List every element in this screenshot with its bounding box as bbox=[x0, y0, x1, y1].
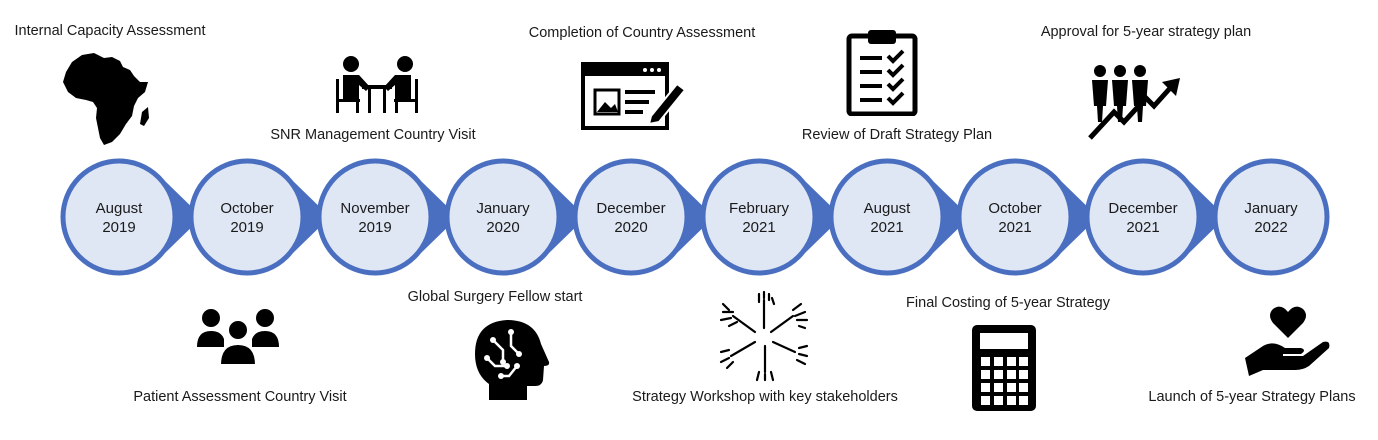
milestone-label: SNR Management Country Visit bbox=[270, 127, 476, 143]
timeline-node-circle bbox=[572, 158, 690, 276]
milestone-label: Final Costing of 5-year Strategy bbox=[906, 295, 1110, 311]
checklist-clipboard-icon bbox=[846, 30, 918, 116]
milestone-label: Launch of 5-year Strategy Plans bbox=[1148, 389, 1356, 405]
milestone-label: Review of Draft Strategy Plan bbox=[801, 127, 993, 143]
people-group-icon bbox=[197, 309, 279, 366]
brain-circuit-icon bbox=[475, 320, 550, 400]
timeline-node-circle bbox=[316, 158, 434, 276]
africa-map-icon bbox=[63, 53, 149, 145]
timeline-node-circle bbox=[60, 158, 178, 276]
hands-circle-icon bbox=[719, 290, 809, 382]
meeting-icon bbox=[336, 56, 418, 113]
document-edit-icon bbox=[581, 62, 687, 130]
milestone-label: Completion of Country Assessment bbox=[528, 25, 756, 41]
timeline-node-circle bbox=[1084, 158, 1202, 276]
milestone-label: Internal Capacity Assessment bbox=[14, 23, 206, 39]
timeline-node-circle bbox=[188, 158, 306, 276]
growth-people-icon bbox=[1088, 65, 1180, 140]
milestone-label: Strategy Workshop with key stakeholders bbox=[632, 389, 898, 405]
milestone-label: Global Surgery Fellow start bbox=[407, 289, 583, 305]
milestone-label: Patient Assessment Country Visit bbox=[133, 389, 347, 405]
timeline-node-circle bbox=[444, 158, 562, 276]
heart-hand-icon bbox=[1245, 306, 1330, 376]
timeline-node-circle bbox=[956, 158, 1074, 276]
milestone-label: Approval for 5-year strategy plan bbox=[1040, 24, 1252, 40]
timeline-node-circle bbox=[1212, 158, 1330, 276]
timeline-node-circle bbox=[700, 158, 818, 276]
timeline-node-circle bbox=[828, 158, 946, 276]
calculator-icon bbox=[972, 325, 1036, 411]
